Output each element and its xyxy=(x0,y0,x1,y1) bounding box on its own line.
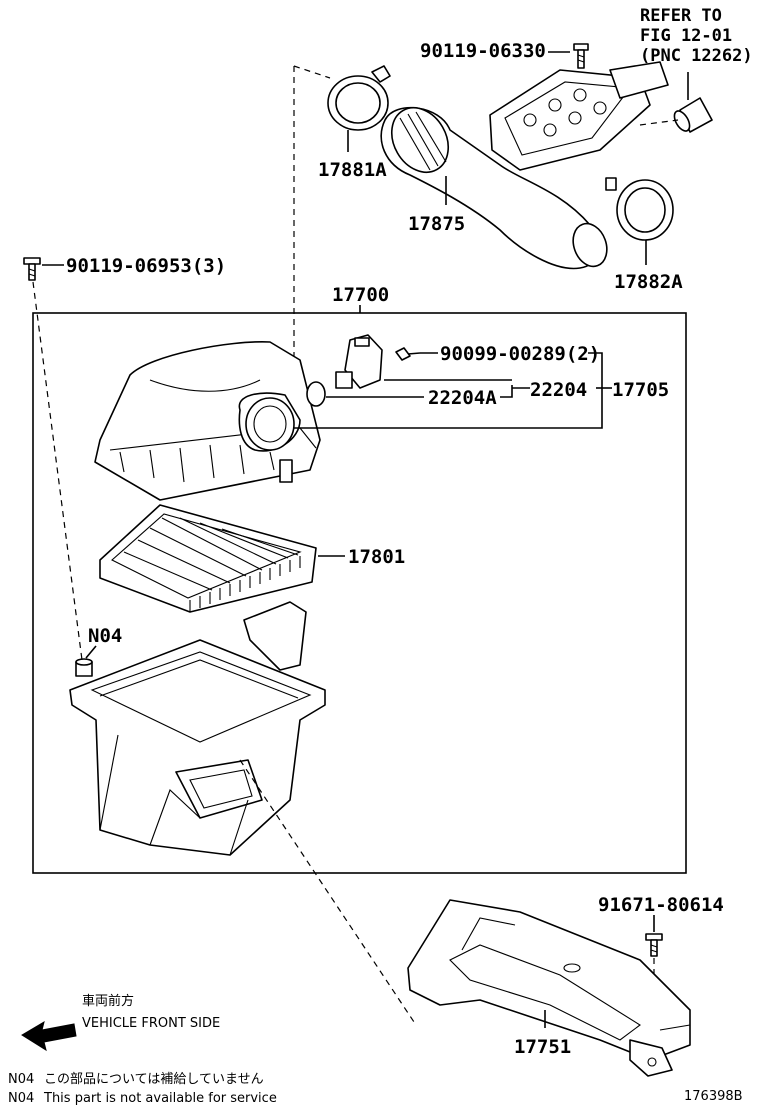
lower-case xyxy=(69,601,326,856)
screw-90099-00289 xyxy=(395,347,421,361)
assembly-frame xyxy=(32,312,687,874)
direction-en: VEHICLE FRONT SIDE xyxy=(82,1016,220,1031)
bolt-91671-80614 xyxy=(645,933,663,957)
filter-element-17801 xyxy=(99,504,317,613)
label-17700: 17700 xyxy=(332,284,389,306)
label-17751: 17751 xyxy=(514,1036,571,1058)
direction-jp: 車両前方 xyxy=(82,993,134,1009)
airflow-sensor-22204 xyxy=(335,334,383,389)
clamp-17881A xyxy=(327,65,391,131)
note-1-text: この部品については補給していません xyxy=(44,1072,264,1087)
note-1-code: N04 xyxy=(8,1072,34,1087)
label-22204: 22204 xyxy=(530,379,587,401)
footnotes: N04 この部品については補給していません N04 This part is n… xyxy=(8,1072,277,1106)
note-2-code: N04 xyxy=(8,1091,34,1106)
refer-line-1: REFER TO xyxy=(640,6,722,26)
refer-to-note: REFER TO FIG 12-01 (PNC 12262) xyxy=(640,6,753,66)
label-90099-00289: 90099-00289(2) xyxy=(440,343,600,365)
label-22204A: 22204A xyxy=(428,387,497,409)
bolt-90119-06953 xyxy=(23,257,41,281)
label-17801: 17801 xyxy=(348,546,405,568)
front-arrow-icon xyxy=(21,1020,77,1052)
pipe-refer xyxy=(673,97,713,133)
bolt-90119-06330 xyxy=(573,43,589,69)
vehicle-front-direction: 車両前方 VEHICLE FRONT SIDE xyxy=(21,993,220,1052)
label-17875: 17875 xyxy=(408,213,465,235)
upper-case xyxy=(94,341,321,501)
note-2-text: This part is not available for service xyxy=(43,1091,277,1106)
label-90119-06953: 90119-06953(3) xyxy=(66,255,226,277)
label-17882A: 17882A xyxy=(614,271,683,293)
oring-22204A xyxy=(306,381,326,407)
label-90119-06330: 90119-06330 xyxy=(420,40,546,62)
grommet-N04 xyxy=(75,658,93,677)
hose-17875 xyxy=(380,61,669,270)
label-17705: 17705 xyxy=(612,379,669,401)
label-17881A: 17881A xyxy=(318,159,387,181)
intake-duct-17751 xyxy=(407,899,691,1077)
label-91671-80614: 91671-80614 xyxy=(598,894,724,916)
refer-line-3: (PNC 12262) xyxy=(640,46,753,66)
refer-line-2: FIG 12-01 xyxy=(640,26,732,46)
figure-code: 176398B xyxy=(684,1089,743,1104)
label-N04: N04 xyxy=(88,625,122,647)
clamp-17882A xyxy=(605,177,674,241)
